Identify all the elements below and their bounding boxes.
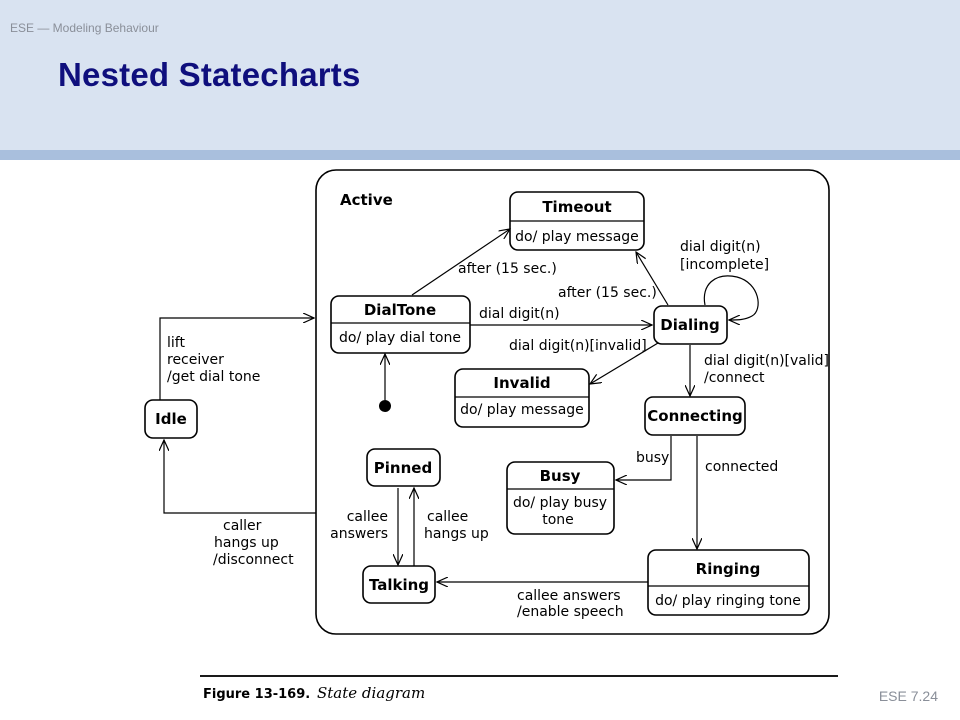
label-caller: caller (223, 518, 262, 534)
label-callee-right: callee (427, 509, 468, 525)
slide-title: Nested Statecharts (58, 56, 361, 93)
state-activity: do/ play message (515, 229, 639, 245)
state-pinned: Pinned (366, 448, 441, 487)
state-dialtone: DialTone do/ play dial tone (330, 295, 471, 354)
label-connected: connected (705, 459, 778, 475)
active-superstate (315, 169, 830, 635)
label-disconnect: /disconnect (213, 552, 294, 568)
state-activity-line2: tone (542, 512, 574, 528)
transition-dialing-self (703, 275, 759, 320)
state-name: Idle (155, 410, 187, 428)
transition-lift-receiver (159, 318, 314, 400)
state-name: Talking (369, 576, 429, 594)
label-dial-valid: dial digit(n)[valid] (704, 353, 829, 369)
state-name: Connecting (647, 407, 742, 425)
state-activity: do/ play ringing tone (655, 593, 801, 609)
label-after-dialtone: after (15 sec.) (458, 261, 557, 277)
initial-state-dot (379, 400, 391, 412)
label-connect: /connect (704, 370, 765, 386)
state-name: DialTone (364, 301, 436, 319)
slide-header (0, 0, 960, 150)
state-dialing: Dialing (653, 305, 728, 345)
slide-number: ESE 7.24 (878, 688, 938, 704)
state-timeout: Timeout do/ play message (509, 191, 645, 251)
label-receiver: receiver (167, 352, 224, 368)
state-idle: Idle (144, 399, 198, 439)
state-ringing: Ringing do/ play ringing tone (647, 549, 810, 616)
transition-busy (616, 436, 672, 480)
state-name: Ringing (696, 560, 761, 578)
state-connecting: Connecting (644, 396, 746, 436)
label-dial-invalid: dial digit(n)[invalid] (509, 338, 647, 354)
state-invalid: Invalid do/ play message (454, 368, 590, 428)
state-activity: do/ play message (460, 402, 584, 418)
transition-dialtone-timeout (411, 229, 510, 296)
label-hangs-up: hangs up (214, 535, 279, 551)
state-name: Invalid (493, 374, 550, 392)
active-label: Active (340, 191, 393, 209)
state-name: Pinned (374, 459, 432, 477)
label-enable-speech: /enable speech (517, 604, 624, 620)
transition-dial-invalid (590, 342, 659, 384)
course-label: ESE — Modeling Behaviour (10, 21, 159, 35)
header-divider (0, 150, 960, 160)
label-self-incomplete: [incomplete] (680, 257, 769, 273)
state-name: Dialing (660, 316, 719, 334)
state-talking: Talking (362, 565, 436, 604)
state-name: Busy (540, 467, 581, 485)
label-after-dialing: after (15 sec.) (558, 285, 657, 301)
label-answers: answers (330, 526, 388, 542)
transition-caller-hangs-up (164, 440, 316, 514)
caption-text: State diagram (317, 684, 425, 702)
label-hangs-up-right: hangs up (424, 526, 489, 542)
label-callee-answers: callee answers (517, 588, 621, 604)
state-activity: do/ play dial tone (339, 330, 461, 346)
transition-dialing-timeout (636, 252, 669, 306)
label-get-dial-tone: /get dial tone (167, 369, 260, 385)
state-activity-line1: do/ play busy (513, 495, 607, 511)
label-dial-digit: dial digit(n) (479, 306, 560, 322)
label-lift: lift (167, 335, 185, 351)
caption-figure: Figure 13-169. (203, 687, 310, 702)
state-busy: Busy do/ play busy tone (506, 461, 615, 535)
label-self-digit: dial digit(n) (680, 239, 761, 255)
state-name: Timeout (542, 198, 611, 216)
label-callee-left: callee (347, 509, 388, 525)
label-busy: busy (636, 450, 669, 466)
